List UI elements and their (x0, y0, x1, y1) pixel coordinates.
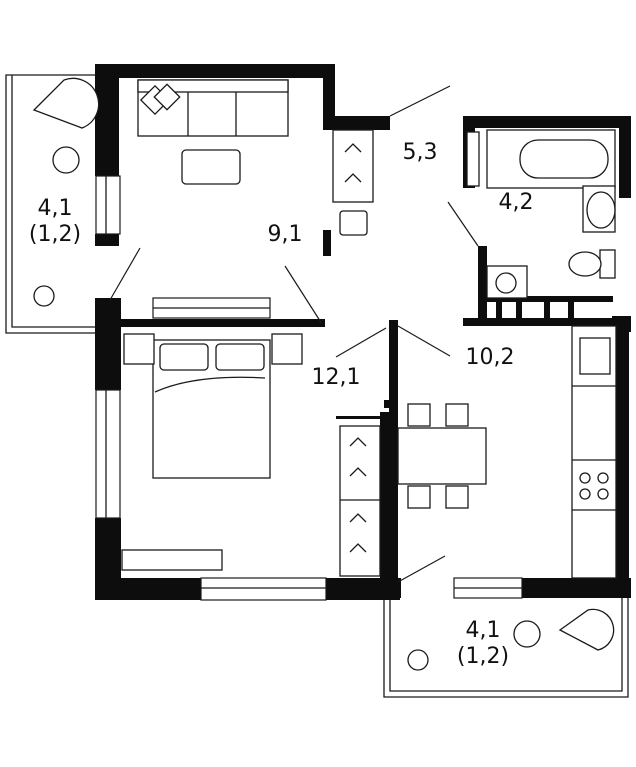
balcony-left-area: 4,1 (37, 196, 73, 221)
hallway-wardrobe (332, 129, 374, 236)
balcony-left-area-reduced: (1,2) (28, 222, 82, 247)
bedroom-dresser (121, 549, 223, 571)
nightstand-left (123, 333, 155, 365)
balcony-bottom-furniture (407, 608, 615, 671)
coffee-table (181, 149, 241, 185)
dining-table (397, 403, 487, 509)
bedroom-wardrobe (339, 425, 381, 577)
bedroom-area: 12,1 (311, 365, 361, 390)
windows (95, 175, 523, 601)
bathtub (466, 129, 616, 189)
door-swings (109, 85, 479, 583)
bathroom-area: 4,2 (498, 190, 534, 215)
kitchen-area: 10,2 (465, 345, 515, 370)
balcony-bottom-area-reduced: (1,2) (456, 644, 510, 669)
toilet (568, 249, 616, 279)
washing-machine (486, 265, 528, 299)
balcony-left-furniture (32, 77, 100, 307)
balcony-bottom-area: 4,1 (465, 618, 501, 643)
double-bed (152, 339, 271, 479)
living-room-area: 9,1 (267, 222, 303, 247)
balcony-left-label: 4,1 (1,2) (20, 196, 90, 248)
hallway-area: 5,3 (402, 140, 438, 165)
balcony-left-outline (5, 74, 98, 334)
balcony-bottom-label: 4,1 (1,2) (448, 618, 518, 670)
sofa (137, 79, 289, 137)
kitchen-counter (571, 325, 617, 579)
walls (95, 64, 631, 600)
nightstand-right (271, 333, 303, 365)
balcony-bottom-outline (383, 598, 629, 698)
washbasin (582, 185, 616, 233)
